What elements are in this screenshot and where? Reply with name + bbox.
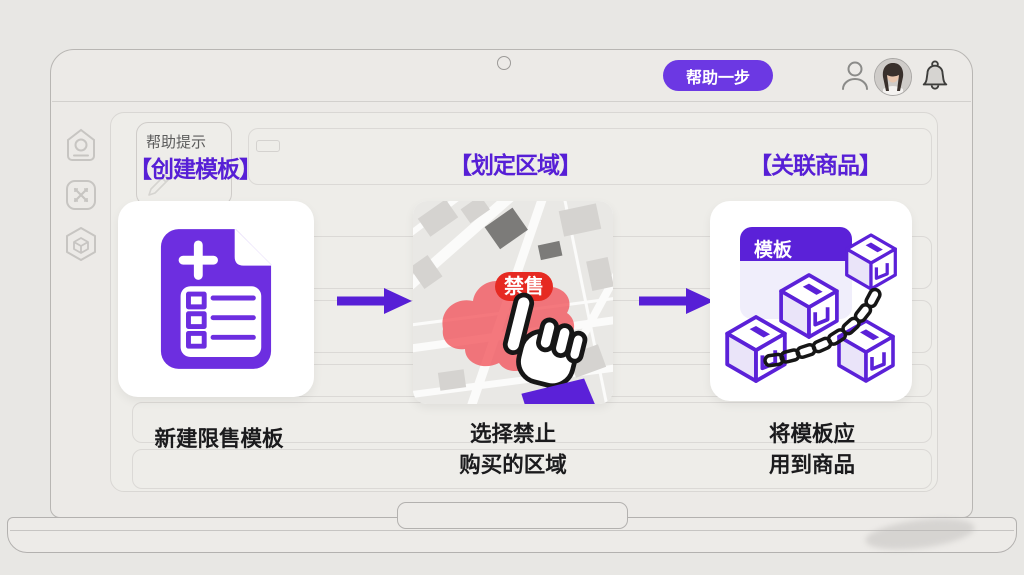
svg-text:模板: 模板 xyxy=(754,238,793,261)
wireframe-chip xyxy=(256,140,280,152)
step3-illustration-card: 模板 xyxy=(710,201,912,401)
topbar-divider xyxy=(52,101,971,102)
arrow-right-icon xyxy=(337,288,412,314)
map-with-restricted-zone: 禁售 xyxy=(413,201,613,404)
laptop-base-seam xyxy=(10,530,1014,531)
step2-illustration-card: 禁售 xyxy=(413,201,613,404)
bell-icon[interactable] xyxy=(918,60,952,92)
laptop-base xyxy=(7,517,1017,553)
wireframe-row xyxy=(132,449,932,489)
webcam-dot xyxy=(497,56,511,70)
step1-illustration-card xyxy=(118,201,314,397)
step2-caption: 选择禁止 购买的区域 xyxy=(459,422,567,477)
step3-title: 【关联商品】 xyxy=(749,152,882,178)
user-icon[interactable] xyxy=(840,60,870,92)
shield-box-icon[interactable] xyxy=(64,226,98,262)
step1-caption: 新建限售模板 xyxy=(154,427,284,451)
pencil-sketch-icon xyxy=(148,174,170,196)
avatar-photo xyxy=(875,59,911,95)
step3-caption: 将模板应 用到商品 xyxy=(768,422,855,477)
scan-profile-icon[interactable] xyxy=(64,127,98,163)
wireframe-row xyxy=(248,128,932,185)
restricted-badge: 禁售 xyxy=(495,272,553,301)
help-button-label: 帮助一步 xyxy=(685,69,750,87)
template-chained-to-products: 模板 xyxy=(725,227,897,383)
shuffle-icon[interactable] xyxy=(64,177,98,213)
new-spreadsheet-template-icon xyxy=(160,228,273,369)
step1-title: 【创建模板】 xyxy=(129,156,262,182)
chain-links xyxy=(763,287,882,368)
laptop-hinge-notch xyxy=(397,502,628,529)
step2-title: 【划定区域】 xyxy=(449,152,582,178)
hand-cursor-icon xyxy=(502,292,595,404)
user-avatar[interactable] xyxy=(874,58,912,96)
arrow-right-icon xyxy=(639,288,714,314)
help-button[interactable]: 帮助一步 xyxy=(663,60,773,91)
help-tip-label: 帮助提示 xyxy=(146,134,207,151)
